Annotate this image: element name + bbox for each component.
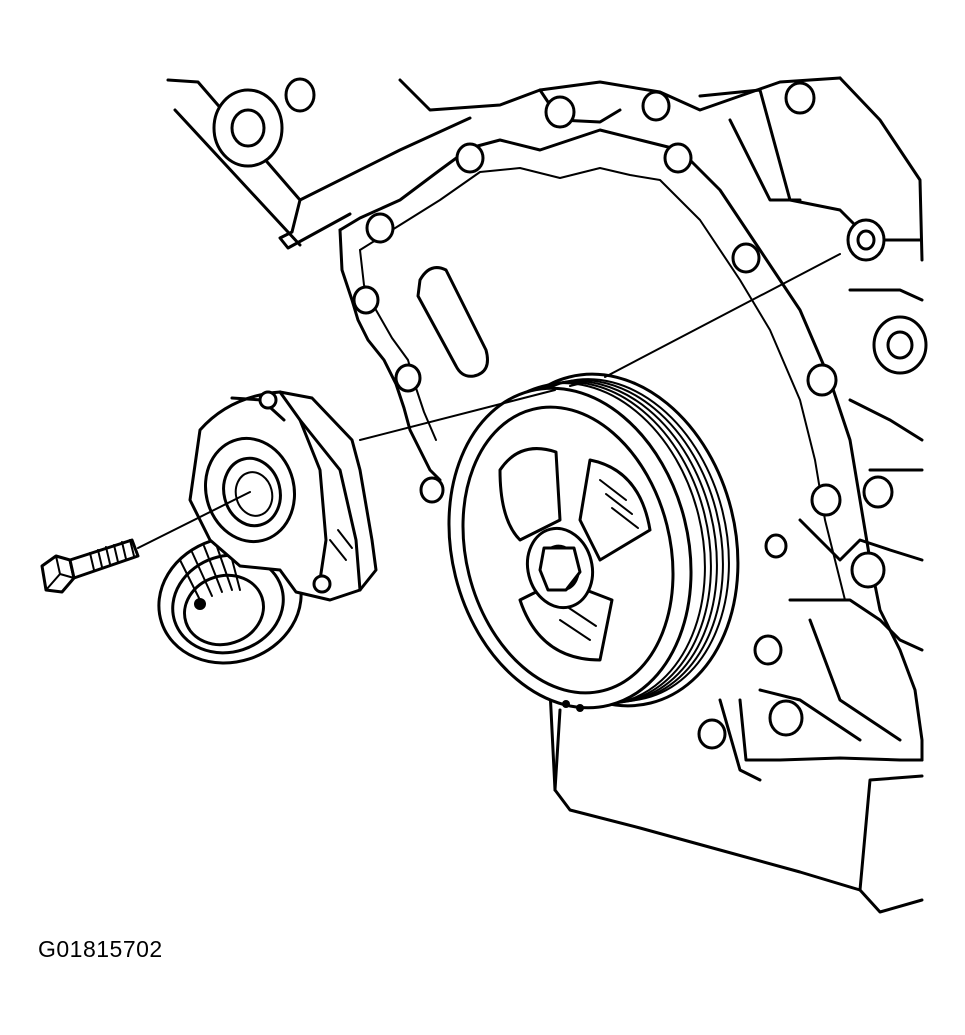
figure-id-label: G01815702 (38, 936, 163, 962)
belt-tensioner (157, 390, 378, 665)
engine-front-cover (166, 76, 928, 914)
crankshaft-balancer (447, 372, 740, 712)
alignment-leader-line (359, 253, 841, 441)
tensioner-bolt (40, 491, 251, 594)
